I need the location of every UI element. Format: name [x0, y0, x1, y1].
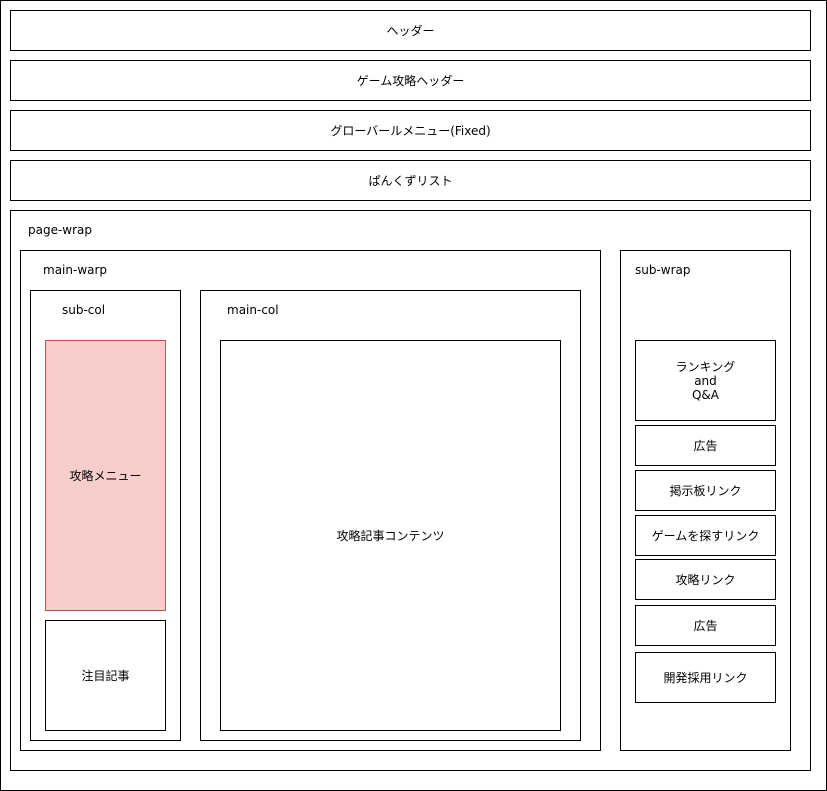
- ad-label-1: 広告: [693, 439, 718, 453]
- page-wrap-label: page-wrap: [28, 223, 93, 237]
- ranking-qa-label: ランキング and Q&A: [675, 359, 736, 402]
- sub-wrap-label: sub-wrap: [635, 263, 691, 277]
- sub-col-label: sub-col: [62, 303, 106, 317]
- article-content-block: 攻略記事コンテンツ: [220, 340, 561, 731]
- featured-articles-label: 注目記事: [81, 669, 130, 683]
- game-header-label: ゲーム攻略ヘッダー: [356, 74, 465, 88]
- strategy-menu-block: 攻略メニュー: [45, 340, 166, 611]
- global-menu-label: グローバールメニュー(Fixed): [330, 124, 491, 138]
- header-label: ヘッダー: [386, 24, 435, 38]
- strategy-menu-label: 攻略メニュー: [69, 469, 142, 483]
- ad-label-2: 広告: [693, 619, 718, 633]
- find-game-link-label: ゲームを探すリンク: [651, 529, 760, 543]
- game-header-block: ゲーム攻略ヘッダー: [10, 60, 811, 101]
- recruit-link-label: 開発採用リンク: [663, 671, 748, 685]
- main-col-label: main-col: [227, 303, 279, 317]
- recruit-link-block: 開発採用リンク: [635, 652, 776, 703]
- ad-block-1: 広告: [635, 425, 776, 466]
- main-wrap-label: main-warp: [43, 263, 108, 277]
- breadcrumb-block: ぱんくずリスト: [10, 160, 811, 201]
- featured-articles-block: 注目記事: [45, 620, 166, 731]
- bbs-link-label: 掲示板リンク: [669, 484, 742, 498]
- ad-block-2: 広告: [635, 605, 776, 646]
- global-menu-block: グローバールメニュー(Fixed): [10, 110, 811, 151]
- strategy-link-label: 攻略リンク: [675, 573, 736, 587]
- find-game-link-block: ゲームを探すリンク: [635, 515, 776, 556]
- article-content-label: 攻略記事コンテンツ: [336, 529, 445, 543]
- breadcrumb-label: ぱんくずリスト: [368, 174, 453, 188]
- strategy-link-block: 攻略リンク: [635, 559, 776, 600]
- bbs-link-block: 掲示板リンク: [635, 470, 776, 511]
- header-block: ヘッダー: [10, 10, 811, 51]
- ranking-qa-block: ランキング and Q&A: [635, 340, 776, 421]
